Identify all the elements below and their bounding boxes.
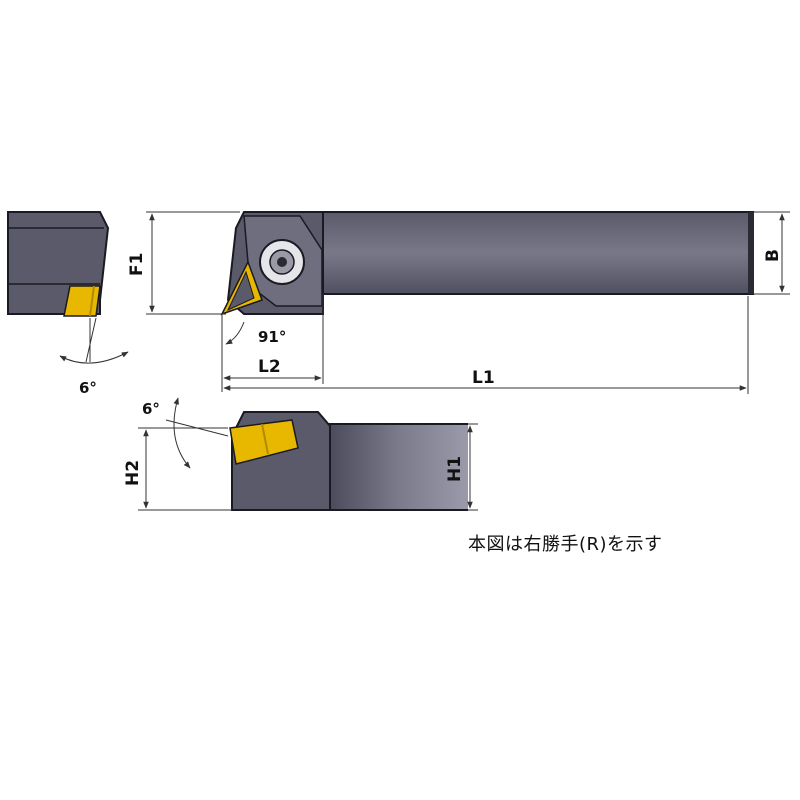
shank	[322, 211, 754, 295]
end-view: 6°	[7, 211, 129, 397]
side-view-shank	[328, 424, 468, 510]
end-view-angle-label: 6°	[79, 379, 97, 397]
side-view: 6°	[142, 397, 468, 511]
hand-note: 本図は右勝手(R)を示す	[468, 534, 663, 555]
side-view-insert	[229, 419, 299, 465]
b-label: B	[763, 249, 783, 262]
l2-label: L2	[258, 357, 281, 377]
h1-label: H1	[445, 456, 465, 482]
f1-label: F1	[127, 253, 147, 276]
side-dimension-lines	[138, 423, 478, 511]
end-view-insert	[63, 285, 101, 317]
l1-label: L1	[472, 368, 495, 388]
top-view: 91°	[220, 211, 754, 348]
h2-label: H2	[123, 460, 143, 486]
side-view-angle-label: 6°	[142, 400, 160, 418]
dimension-lines	[146, 211, 790, 394]
lead-angle-label: 91°	[258, 328, 286, 346]
